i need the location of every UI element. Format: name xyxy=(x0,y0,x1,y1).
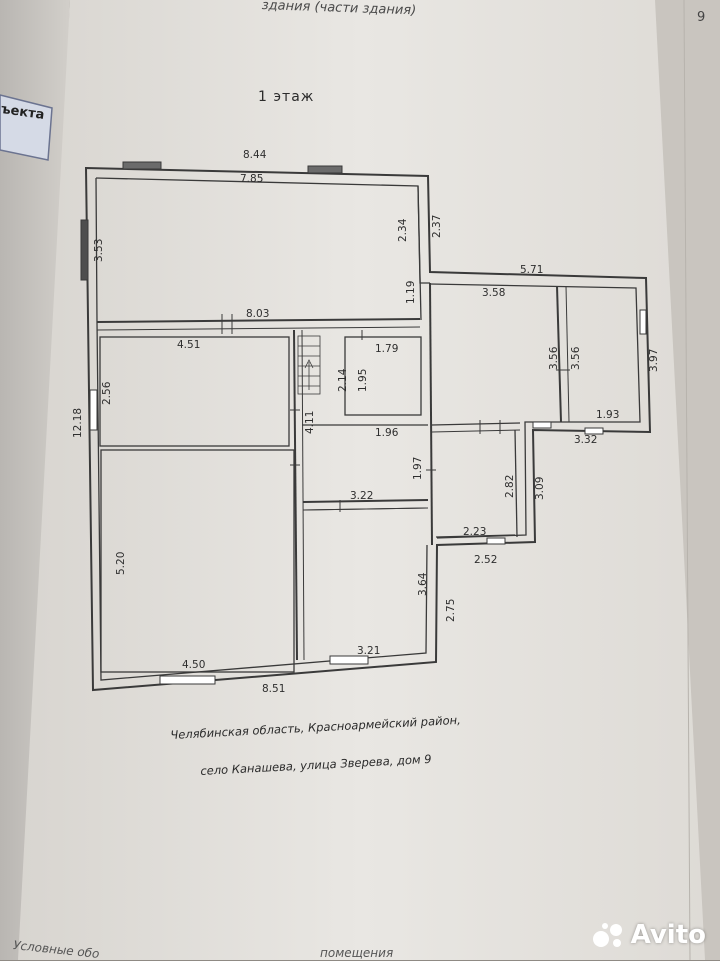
dim-bath-outer-height: 3.09 xyxy=(534,477,546,500)
outer-wall xyxy=(84,166,652,692)
dim-annex-bottom-outer: 3.32 xyxy=(574,434,597,446)
dim-bath-outer-width: 2.52 xyxy=(474,554,497,566)
annex-bottom-mid-inner xyxy=(431,429,521,433)
annex-divider xyxy=(556,285,562,423)
floor-title: 1 этаж xyxy=(258,89,315,105)
corridor-bottom xyxy=(302,499,429,503)
stairs xyxy=(297,335,321,395)
dim-top-inner: 7.85 xyxy=(240,173,263,185)
bath-bottom xyxy=(435,534,516,538)
room3-outline xyxy=(100,449,295,673)
dim-annex-room-height: 3.56 xyxy=(548,346,560,370)
dim-annex-small-width: 1.93 xyxy=(596,409,619,421)
dim-annex-small-height: 3.56 xyxy=(570,346,582,370)
dim-top-outer: 8.44 xyxy=(243,149,267,161)
dim-right-step: 1.19 xyxy=(405,281,417,304)
small-room-outline xyxy=(344,336,422,416)
dim-annex-top-outer: 5.71 xyxy=(520,264,543,276)
hall-left-wall-inner xyxy=(301,329,305,661)
room1-right-wall xyxy=(417,185,422,321)
dim-hall-height: 4.11 xyxy=(304,411,316,434)
avito-watermark: Avito xyxy=(591,920,706,950)
dim-room4-width: 3.21 xyxy=(357,645,380,657)
dim-room3-width: 4.50 xyxy=(182,659,205,671)
room1-bottom-wall-inner xyxy=(96,326,421,331)
dim-left-outer: 12.18 xyxy=(72,408,84,438)
dim-annex-room-width: 3.58 xyxy=(482,287,505,299)
dimension-labels: 8.44 7.85 3.53 2.34 2.37 1.19 8.03 5.71 … xyxy=(72,149,660,695)
door-marks xyxy=(221,314,570,512)
avito-logo-icon xyxy=(592,923,622,947)
dim-bottom-outer: 8.51 xyxy=(262,683,285,695)
inner-wall-left xyxy=(95,177,428,681)
hall-left-wall xyxy=(293,329,298,661)
dim-corridor-width: 3.22 xyxy=(350,490,373,502)
watermark-text: Avito xyxy=(630,920,706,950)
annex-inner-wall xyxy=(429,282,433,546)
dim-small-room-width: 1.79 xyxy=(375,343,398,355)
dim-room1-right-wall: 2.34 xyxy=(397,218,409,242)
dim-corridor-height: 1.97 xyxy=(412,457,424,480)
dim-hall-width: 1.96 xyxy=(375,427,399,439)
side-tab-box xyxy=(0,94,53,161)
legend-fragment-end: помещения xyxy=(320,946,394,960)
dim-bath-width: 2.23 xyxy=(463,526,486,538)
page-margin-line xyxy=(683,0,691,960)
dim-room2-width: 4.51 xyxy=(177,339,200,351)
room4-top xyxy=(303,507,427,511)
dim-bath-height: 2.82 xyxy=(504,475,516,498)
dim-annex-right-outer: 3.97 xyxy=(648,349,660,372)
dim-room2-height: 2.56 xyxy=(101,381,113,405)
annex-divider-inner xyxy=(565,285,570,423)
windows xyxy=(80,161,647,685)
floor-plan xyxy=(80,161,652,692)
annex-bottom-mid xyxy=(431,422,521,426)
paper-sheet xyxy=(18,0,705,960)
dim-room1-height: 3.53 xyxy=(93,239,105,262)
dim-room3-height: 5.20 xyxy=(115,552,127,575)
back-page xyxy=(0,0,70,960)
bath-right xyxy=(514,429,518,538)
dim-right-upper-outer: 2.37 xyxy=(431,215,443,238)
dim-small-room-h2: 1.95 xyxy=(357,369,369,392)
page-number: 9 xyxy=(697,10,706,25)
dim-right-lower-outer: 2.75 xyxy=(445,599,457,622)
room2-outline xyxy=(99,336,290,447)
dim-small-room-h1: 2.14 xyxy=(337,368,349,392)
dim-room1-bottom: 8.03 xyxy=(246,308,269,320)
room1-bottom-wall xyxy=(96,318,421,323)
dim-room4-height: 3.64 xyxy=(417,572,429,596)
